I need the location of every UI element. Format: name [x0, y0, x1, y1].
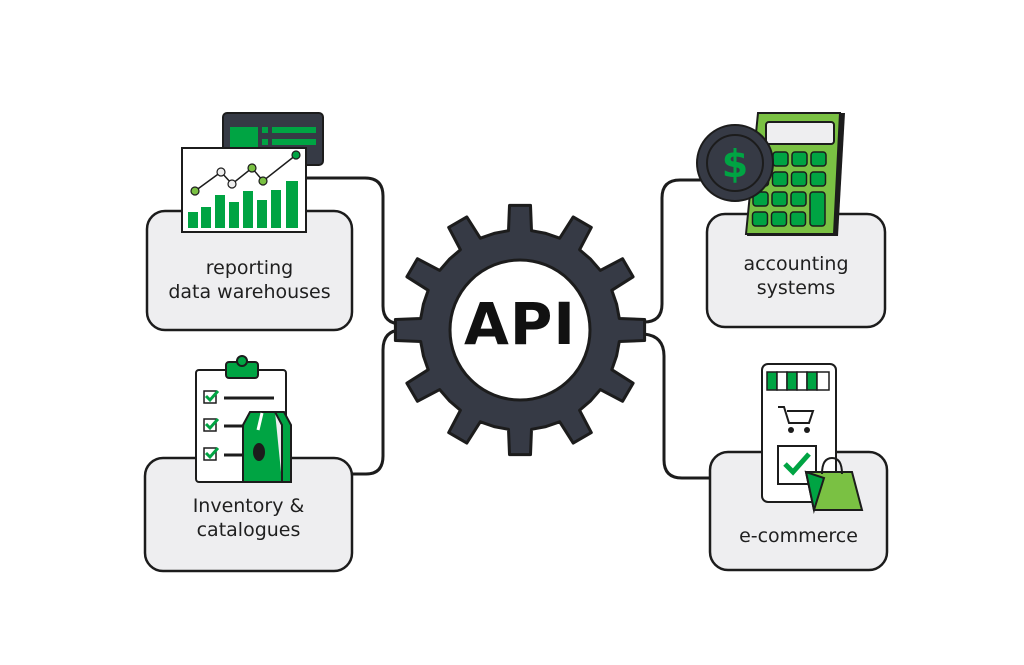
label-line: systems	[756, 277, 836, 299]
gear-icon	[393, 203, 647, 457]
label-line: Inventory &	[192, 495, 305, 517]
calculator-key	[809, 191, 826, 227]
calculator-key	[809, 171, 827, 187]
connector-accounting	[643, 178, 705, 324]
label-line: data warehouses	[168, 281, 331, 303]
label-line: reporting	[205, 257, 294, 279]
chart-dashboard-icon	[181, 112, 324, 233]
connector-ecommerce	[643, 332, 712, 480]
svg-text:$: $	[722, 142, 748, 186]
shopping-phone-icon	[761, 363, 864, 514]
clipboard-checklist-icon	[195, 355, 292, 483]
calculator-key	[751, 211, 769, 227]
node-label-accounting: accounting systems	[707, 252, 885, 300]
calculator-key	[790, 171, 808, 187]
calculator-key	[790, 191, 807, 207]
calculator-key	[791, 151, 808, 167]
api-label: API	[464, 290, 576, 358]
label-line: accounting	[743, 253, 849, 275]
node-label-ecommerce: e-commerce	[710, 524, 887, 548]
calculator-coin-icon: $	[696, 112, 845, 236]
calculator-key	[771, 191, 788, 207]
calculator-key	[789, 211, 807, 227]
label-line: e-commerce	[739, 525, 858, 547]
calculator-key	[771, 171, 789, 187]
label-line: catalogues	[196, 519, 301, 541]
node-label-inventory: Inventory & catalogues	[145, 494, 352, 542]
calculator-key	[810, 151, 827, 167]
calculator-key	[770, 211, 788, 227]
node-label-reporting: reporting data warehouses	[147, 256, 352, 304]
calculator-key	[772, 151, 789, 167]
